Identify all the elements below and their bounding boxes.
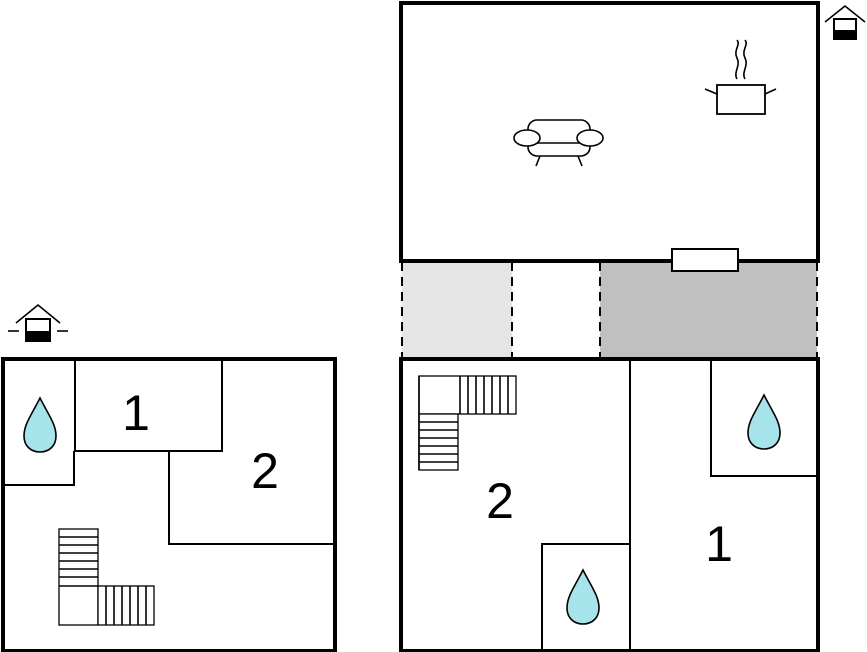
bathroom-drop-icon	[566, 568, 600, 625]
bathroom-walls	[710, 361, 816, 477]
terrace-dark	[600, 262, 817, 358]
sofa-icon	[513, 119, 604, 167]
bathroom-walls	[541, 543, 630, 649]
room-label-1: 1	[705, 516, 733, 572]
lower-floor-walls	[399, 357, 820, 652]
bathroom-drop-icon	[747, 393, 781, 450]
living-room-walls	[399, 1, 820, 263]
fireplace-icon	[671, 248, 739, 272]
room-label-2: 2	[251, 443, 279, 499]
entrance-icon	[8, 303, 68, 342]
room-2-walls	[168, 451, 333, 545]
terrace-light	[402, 262, 512, 358]
bathroom-walls	[5, 451, 75, 486]
room-label-2: 2	[486, 473, 514, 529]
bathroom-drop-icon	[23, 396, 57, 453]
cooking-pot-icon	[704, 39, 777, 115]
floor-plan-left: 1 2	[1, 303, 337, 652]
entrance-icon	[824, 4, 866, 40]
floor-plan-right: 2 1	[399, 1, 866, 652]
room-1-walls	[74, 361, 223, 452]
room-label-1: 1	[122, 385, 150, 441]
left-outer-wall	[1, 357, 337, 652]
staircase-icon	[418, 375, 517, 471]
staircase-icon	[58, 528, 155, 626]
